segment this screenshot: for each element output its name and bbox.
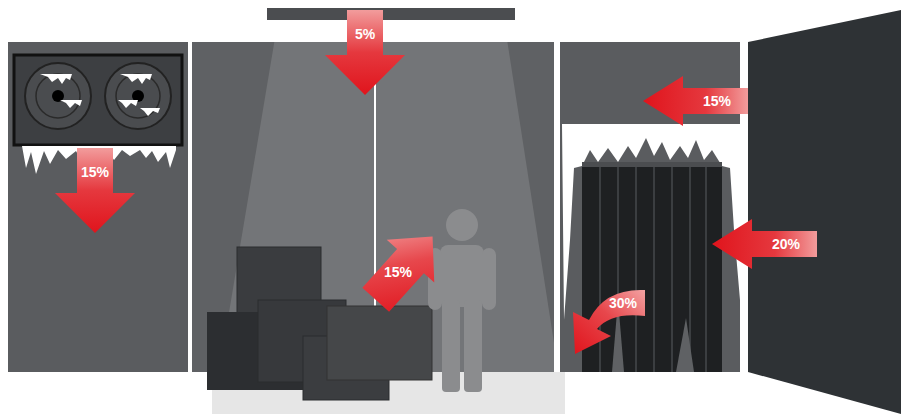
percentage-label: 20% (772, 237, 800, 251)
open-door (748, 10, 901, 414)
curtain-strips (600, 166, 706, 372)
light-cone (212, 20, 565, 414)
wall-panel (8, 42, 188, 372)
evaporator-unit (14, 55, 182, 145)
arrow-shape (712, 219, 817, 269)
evaporator-fan (105, 63, 171, 129)
percentage-label: 30% (609, 296, 637, 310)
arrow-shape (643, 76, 748, 126)
heat-load-arrow: 15% (362, 226, 447, 311)
arrow-shape (325, 10, 405, 95)
fan-frost (40, 74, 160, 116)
stored-boxes (207, 247, 432, 400)
heat-load-arrow: 30% (553, 262, 645, 354)
percentage-label: 15% (81, 165, 109, 179)
heat-load-arrow: 5% (325, 10, 405, 95)
person-figure (428, 209, 496, 392)
percentage-label: 5% (355, 27, 375, 41)
percentage-label: 15% (384, 265, 412, 279)
strip-curtain (582, 164, 722, 372)
heat-load-arrow: 15% (643, 76, 748, 126)
evaporator-fan (25, 63, 91, 129)
ceiling-light (267, 8, 515, 20)
heat-load-arrow: 15% (55, 148, 135, 233)
percentage-label: 15% (703, 94, 731, 108)
heat-load-arrow: 20% (712, 219, 817, 269)
arrow-shape (55, 148, 135, 233)
